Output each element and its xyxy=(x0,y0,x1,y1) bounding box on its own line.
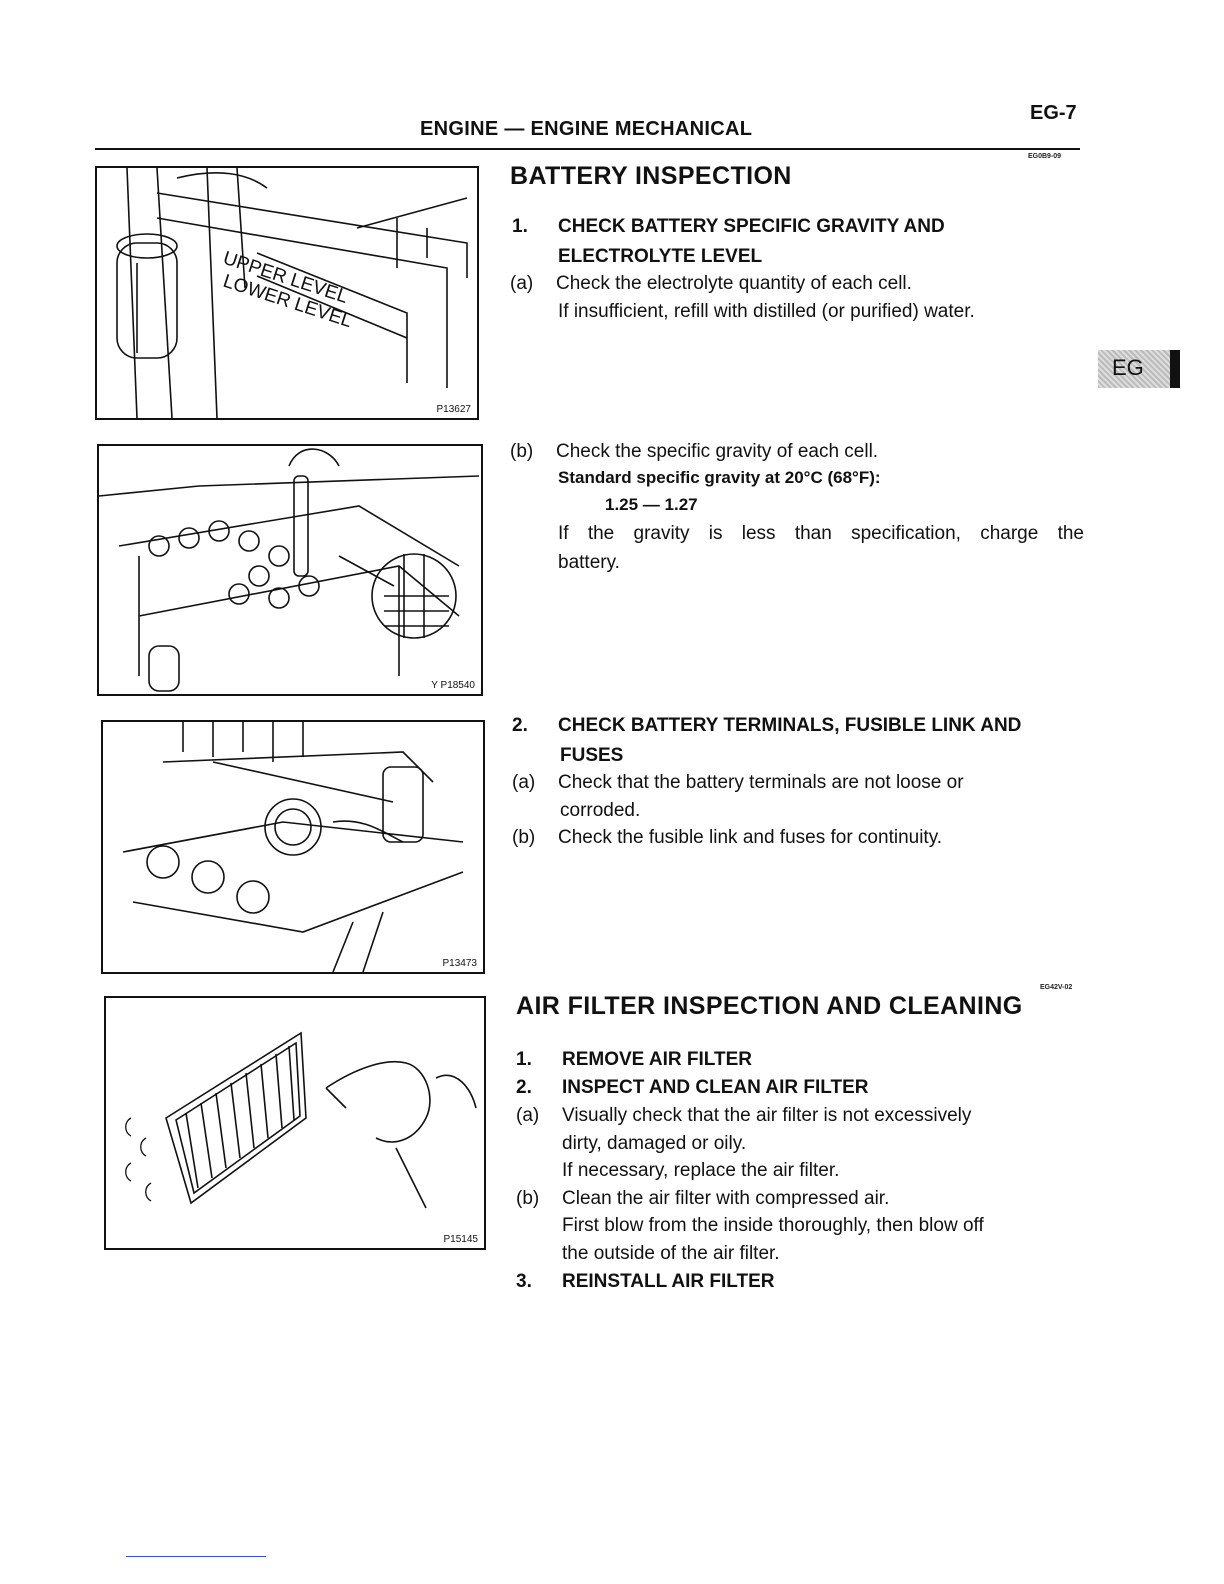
figure-id: P13473 xyxy=(442,958,477,969)
substep: (a)Check that the battery terminals are … xyxy=(512,772,964,793)
page-number: EG-7 xyxy=(1030,102,1077,124)
header-rule xyxy=(95,148,1080,150)
substep-cont: dirty, damaged or oily. xyxy=(562,1133,747,1154)
step-heading: 1.REMOVE AIR FILTER xyxy=(516,1049,752,1070)
figure-battery-terminals: P13473 xyxy=(101,720,485,974)
substep-cont: If insufficient, refill with distilled (… xyxy=(558,301,975,322)
step-heading-cont: FUSES xyxy=(560,745,624,766)
figure-id: P15145 xyxy=(443,1234,478,1245)
substep-cont: If necessary, replace the air filter. xyxy=(562,1160,840,1181)
figure-id: Y P18540 xyxy=(431,680,475,691)
battery-terminal-illustration xyxy=(122,722,464,972)
section-header: ENGINE — ENGINE MECHANICAL xyxy=(420,118,753,140)
substep: (b)Clean the air filter with compressed … xyxy=(516,1188,890,1209)
step-heading: 3.REINSTALL AIR FILTER xyxy=(516,1271,775,1292)
section-code: EG42V-02 xyxy=(1040,984,1073,991)
substep-cont: the outside of the air filter. xyxy=(562,1243,780,1264)
air-filter-title: AIR FILTER INSPECTION AND CLEANING xyxy=(516,992,1023,1020)
substep: (a)Visually check that the air filter is… xyxy=(516,1105,972,1126)
air-filter-illustration xyxy=(125,1031,477,1209)
section-tab xyxy=(1098,350,1178,388)
figure-hydrometer: Y P18540 xyxy=(97,444,483,696)
battery-level-illustration: UPPER LEVEL LOWER LEVEL xyxy=(116,168,468,418)
substep-cont: battery. xyxy=(558,552,620,573)
footer-link-underline[interactable] xyxy=(126,1556,266,1557)
substep-cont: corroded. xyxy=(560,800,641,821)
figure-id: P13627 xyxy=(436,404,471,415)
step-heading: 1.CHECK BATTERY SPECIFIC GRAVITY AND xyxy=(512,216,945,237)
substep-cont: If the gravity is less than specificatio… xyxy=(558,523,1084,544)
spec-value: 1.25 — 1.27 xyxy=(605,495,698,514)
battery-inspection-title: BATTERY INSPECTION xyxy=(510,162,792,190)
section-tab-marker xyxy=(1170,350,1180,388)
substep: (b)Check the specific gravity of each ce… xyxy=(510,441,879,462)
step-heading-cont: ELECTROLYTE LEVEL xyxy=(558,246,763,267)
section-code: EG0B9-09 xyxy=(1028,153,1062,160)
step-heading: 2.CHECK BATTERY TERMINALS, FUSIBLE LINK … xyxy=(512,715,1022,736)
section-tab-label: EG xyxy=(1112,355,1144,380)
figure-electrolyte-level: UPPER LEVEL LOWER LEVEL P13627 xyxy=(95,166,479,420)
figure-air-filter: P15145 xyxy=(104,996,486,1250)
spec-label: Standard specific gravity at 20°C (68°F)… xyxy=(558,468,881,487)
substep-cont: First blow from the inside thoroughly, t… xyxy=(562,1215,984,1236)
hydrometer-illustration xyxy=(99,448,480,692)
substep: (b)Check the fusible link and fuses for … xyxy=(512,827,943,848)
step-heading: 2.INSPECT AND CLEAN AIR FILTER xyxy=(516,1077,869,1098)
substep: (a)Check the electrolyte quantity of eac… xyxy=(510,273,912,294)
